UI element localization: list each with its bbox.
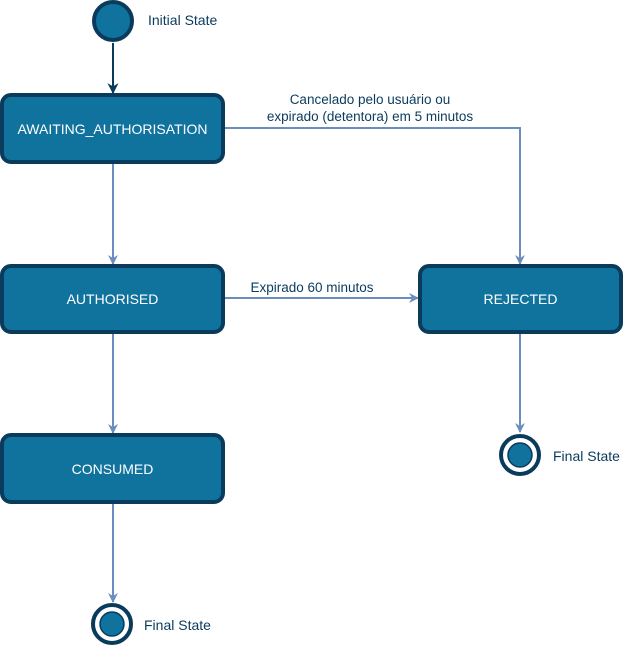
state-rejected-label: REJECTED [484,291,558,307]
edge-awaiting-to-rejected [224,127,525,265]
state-consumed-box [0,433,225,504]
state-authorised-label: AUTHORISED [67,291,159,307]
state-consumed-label: CONSUMED [72,461,154,477]
final-state-rejected: Final State [499,434,620,476]
edge-labels: Cancelado pelo usuário ou expirado (dete… [250,92,473,295]
initial-state-label: Initial State [148,12,217,28]
final-state-consumed-inner [99,611,125,637]
state-rejected-box [418,264,623,334]
edge-label-cancelled-line1: Cancelado pelo usuário ou [290,92,451,107]
edge-label-expired-60: Expirado 60 minutos [250,280,373,295]
edges [107,43,525,603]
state-consumed: CONSUMED [0,433,225,504]
final-state-consumed: Final State [91,603,211,645]
final-state-rejected-inner [507,442,533,468]
initial-state-circle [92,0,134,42]
initial-state: Initial State [92,0,217,42]
final-state-consumed-label: Final State [144,617,211,633]
state-awaiting-label: AWAITING_AUTHORISATION [17,121,207,137]
edge-label-cancelled-line2: expirado (detentora) em 5 minutos [267,109,474,124]
state-rejected: REJECTED [418,264,623,334]
state-awaiting-box [0,93,225,164]
final-state-rejected-label: Final State [553,448,620,464]
state-authorised: AUTHORISED [0,264,225,334]
state-awaiting-authorisation: AWAITING_AUTHORISATION [0,93,225,164]
state-authorised-box [0,264,225,334]
